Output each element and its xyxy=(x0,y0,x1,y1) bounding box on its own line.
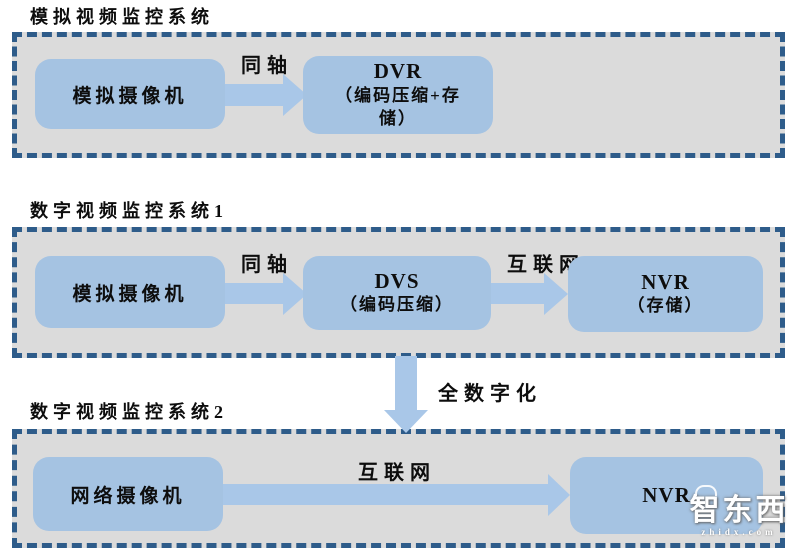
nvr-subtitle: （存储） xyxy=(627,296,704,316)
internet-link-label: 互联网 xyxy=(358,462,436,484)
nvr-node: NVR xyxy=(570,457,763,534)
dvs-subtitle: （编码压缩） xyxy=(340,295,454,315)
right-arrow-icon xyxy=(544,273,568,315)
analog-camera-label: 模拟摄像机 xyxy=(72,85,188,107)
analog-camera-label: 模拟摄像机 xyxy=(72,283,188,305)
section-analog-title: 模拟视频监控系统 xyxy=(30,7,214,27)
watermark: 智东西 zhidx.com xyxy=(683,485,795,537)
nvr-title: NVR xyxy=(642,482,691,507)
nvr-title: NVR xyxy=(641,269,690,294)
coax-link-label: 同轴 xyxy=(241,254,293,276)
right-arrow-shaft xyxy=(225,283,284,304)
dvr-subtitle: （编码压缩+存储） xyxy=(335,85,461,128)
dvr-node: DVR （编码压缩+存储） xyxy=(303,56,493,134)
analog-camera-node: 模拟摄像机 xyxy=(35,256,225,328)
wifi-arcs-icon xyxy=(695,485,717,496)
right-arrow-shaft xyxy=(223,484,549,505)
right-arrow-shaft xyxy=(491,283,545,304)
watermark-domain: zhidx.com xyxy=(701,527,777,537)
coax-link-label: 同轴 xyxy=(241,55,293,77)
section-analog-panel: 模拟摄像机 同轴 DVR （编码压缩+存储） xyxy=(12,32,785,158)
right-arrow-shaft xyxy=(225,84,284,106)
dvs-node: DVS （编码压缩） xyxy=(303,256,491,330)
analog-camera-node: 模拟摄像机 xyxy=(35,59,225,129)
section-digital1-title: 数字视频监控系统1 xyxy=(30,201,228,221)
full-digitalization-label: 全数字化 xyxy=(438,383,542,405)
network-camera-node: 网络摄像机 xyxy=(33,457,223,531)
network-camera-label: 网络摄像机 xyxy=(70,485,186,507)
dvr-title: DVR xyxy=(373,59,423,84)
nvr-node: NVR （存储） xyxy=(568,256,763,332)
right-arrow-icon xyxy=(548,474,570,516)
section-digital1-panel: 模拟摄像机 同轴 DVS （编码压缩） 互联网 NVR （存储） xyxy=(12,227,785,358)
watermark-brand-logo: 智东西 xyxy=(683,485,795,527)
down-arrow-icon xyxy=(384,410,428,433)
internet-link-label: 互联网 xyxy=(507,254,585,276)
section-digital2-panel: 网络摄像机 互联网 NVR xyxy=(12,429,785,548)
watermark-brand-text: 智东西 xyxy=(689,494,789,527)
section-digital2-title: 数字视频监控系统2 xyxy=(30,402,228,422)
down-arrow-shaft xyxy=(395,356,417,410)
dvs-title: DVS xyxy=(374,268,420,293)
